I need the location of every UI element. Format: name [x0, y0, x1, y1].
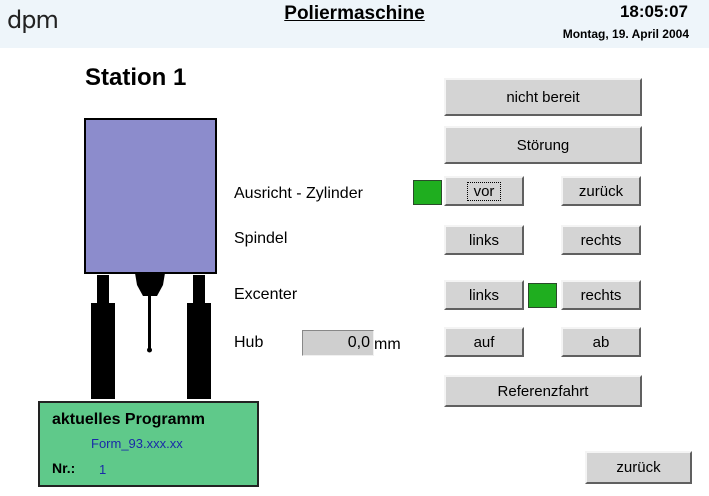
- ausricht-vor-button[interactable]: vor: [444, 176, 524, 206]
- ausricht-zurueck-button[interactable]: zurück: [561, 176, 641, 206]
- page-title: Poliermaschine: [284, 3, 425, 24]
- referenzfahrt-button[interactable]: Referenzfahrt: [444, 375, 642, 407]
- column-left: [91, 303, 115, 399]
- clock-time: 18:05:07: [619, 2, 688, 21]
- program-title: aktuelles Programm: [52, 411, 205, 428]
- hub-value-field: 0,0: [302, 330, 374, 356]
- hub-auf-button[interactable]: auf: [444, 327, 524, 357]
- back-button[interactable]: zurück: [585, 451, 692, 484]
- header-bar: dpm Poliermaschine 18:05:07 Montag, 19. …: [0, 0, 709, 48]
- ausricht-vor-indicator: [413, 180, 442, 205]
- hub-unit: mm: [374, 336, 401, 353]
- spindle-head: [135, 273, 165, 296]
- spindel-links-button[interactable]: links: [444, 225, 524, 255]
- dpm-logo: dpm: [7, 6, 59, 34]
- spindel-rechts-button[interactable]: rechts: [561, 225, 641, 255]
- station-title: Station 1: [85, 64, 187, 91]
- fault-status-button[interactable]: Störung: [444, 126, 642, 164]
- clock-date: Montag, 19. April 2004: [562, 27, 689, 41]
- ausricht-label: Ausricht - Zylinder: [234, 185, 363, 202]
- excenter-label: Excenter: [234, 286, 298, 303]
- column-left-top: [97, 275, 109, 305]
- column-right-top: [193, 275, 205, 305]
- excenter-links-button[interactable]: links: [444, 280, 524, 310]
- spindle-shaft: [148, 296, 151, 348]
- excenter-rechts-indicator: [528, 283, 557, 308]
- program-form-name: Form_93.xxx.xx: [91, 436, 183, 451]
- spindle-tip: [147, 347, 152, 353]
- machine-body: [84, 118, 217, 274]
- hub-ab-button[interactable]: ab: [561, 327, 641, 357]
- column-right: [187, 303, 211, 399]
- program-nr-value: 1: [99, 462, 107, 477]
- hub-label: Hub: [234, 334, 264, 351]
- ready-status-button[interactable]: nicht bereit: [444, 78, 642, 116]
- spindel-label: Spindel: [234, 230, 288, 247]
- program-panel: aktuelles Programm Form_93.xxx.xx Nr.: 1: [38, 401, 259, 487]
- program-nr-label: Nr.:: [52, 460, 76, 476]
- excenter-rechts-button[interactable]: rechts: [561, 280, 641, 310]
